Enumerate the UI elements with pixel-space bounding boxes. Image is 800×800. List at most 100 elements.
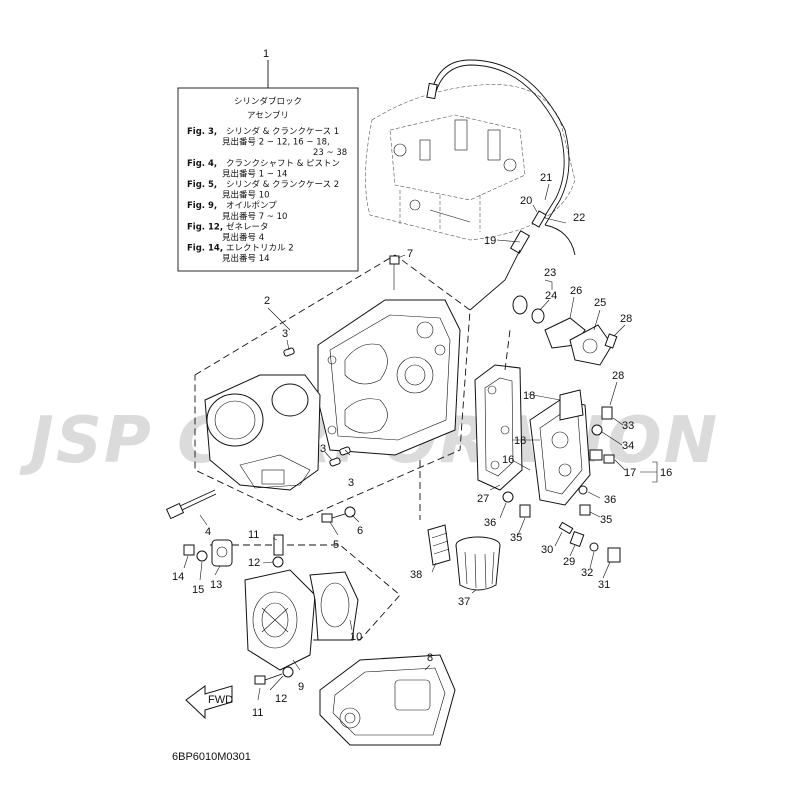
reference-line: 見出番号 1 ~ 14: [222, 168, 287, 179]
reference-text: オイルポンプ: [226, 201, 277, 211]
callout-4: 4: [205, 526, 211, 538]
callout-10: 10: [350, 631, 362, 643]
upper-engine-outline: [365, 84, 576, 241]
reference-line: Fig. 12,ゼネレータ: [187, 221, 269, 232]
callout-28-mid: 28: [612, 370, 624, 382]
reference-line: Fig. 4, クランクシャフト & ピストン: [187, 159, 340, 169]
group-boundary: [194, 254, 471, 521]
reference-text: クランクシャフト & ピストン: [226, 159, 340, 169]
oil-filter: [419, 460, 501, 591]
reference-fig: Fig. 9,: [187, 201, 217, 211]
callout-12-top: 12: [248, 557, 260, 569]
callout-18-top: 18: [523, 390, 535, 402]
callout-28-top: 28: [620, 313, 632, 325]
reference-text: エレクトリカル 2: [226, 244, 294, 254]
lower-housing: [210, 534, 401, 671]
reference-line: 見出番号 10: [222, 190, 270, 201]
reference-title-1: シリンダブロック: [234, 96, 302, 107]
reference-line: 見出番号 4: [222, 232, 264, 243]
reference-line: 23 ~ 38: [313, 148, 347, 158]
callout-11-top: 11: [248, 529, 259, 541]
callout-35-left: 35: [510, 532, 522, 544]
reference-text: 見出番号 4: [222, 232, 264, 243]
callout-36-left: 36: [484, 517, 496, 529]
fwd-label: FWD: [208, 694, 233, 706]
gasket-27: [474, 329, 523, 491]
drawing-code: 6BP6010M0301: [172, 751, 251, 763]
callout-24: 24: [545, 290, 557, 302]
reference-text: 見出番号 1 ~ 14: [222, 168, 287, 179]
callout-18-mid: 18: [514, 435, 526, 447]
callout-34: 34: [622, 440, 634, 452]
reference-line: 見出番号 14: [222, 253, 270, 264]
callout-16-right: 16: [660, 467, 672, 479]
plugs-right: [502, 406, 613, 518]
callout-2: 2: [264, 295, 270, 307]
reference-text: 見出番号 10: [222, 190, 270, 201]
reference-box: シリンダブロック アセンブリ Fig. 3,シリンダ & クランクケース 1見出…: [177, 60, 359, 272]
callout-31: 31: [598, 579, 610, 591]
callout-11-lower: 11: [252, 707, 263, 719]
reference-text: シリンダ & クランクケース 1: [226, 126, 339, 137]
reference-line: Fig. 3, シリンダ & クランクケース 1: [187, 126, 339, 137]
dowel-pins: [283, 347, 351, 467]
callout-25: 25: [594, 297, 606, 309]
callout-19: 19: [484, 235, 496, 247]
thermostat-group: [512, 295, 618, 366]
callout-16-left: 16: [502, 454, 514, 466]
callout-36-right: 36: [604, 494, 616, 506]
oil-pan-8: [319, 654, 456, 746]
callout-1: 1: [263, 48, 269, 60]
callout-3-top: 3: [282, 328, 288, 340]
callout-15: 15: [192, 584, 204, 596]
reference-fig: Fig. 3,: [187, 127, 217, 137]
reference-fig: Fig. 14,: [187, 244, 223, 254]
bolt-11-lower: [254, 666, 294, 685]
reference-line: 見出番号 7 ~ 10: [222, 211, 287, 222]
callout-14: 14: [172, 571, 184, 583]
reference-line: Fig. 14,エレクトリカル 2: [187, 244, 294, 254]
callout-6: 6: [357, 525, 363, 537]
callout-8: 8: [427, 652, 433, 664]
bolt-7: [389, 255, 400, 290]
leader-lines: [183, 183, 658, 701]
callout-21: 21: [540, 172, 552, 184]
callout-9: 9: [298, 681, 304, 693]
fwd-arrow: FWD: [185, 685, 233, 720]
bracket-13: [183, 539, 233, 567]
parts-29-32: [558, 521, 621, 563]
callout-numbers: 1 2 3 3 3 4 5 6 7 8 9 10 11 12 12 11 13 …: [172, 48, 672, 719]
reference-text: ゼネレータ: [226, 221, 269, 232]
callout-5: 5: [333, 539, 339, 551]
callout-29: 29: [563, 556, 575, 568]
callout-20: 20: [520, 195, 532, 207]
callout-37: 37: [458, 596, 470, 608]
reference-text: シリンダ & クランクケース 2: [226, 179, 339, 190]
callout-12-lower: 12: [275, 693, 287, 705]
reference-line: Fig. 5, シリンダ & クランクケース 2: [187, 179, 339, 190]
bolt-4: [165, 489, 217, 520]
callout-38: 38: [410, 569, 422, 581]
reference-fig: Fig. 4,: [187, 159, 217, 169]
reference-text: 見出番号 2 ~ 12, 16 ~ 18,: [222, 137, 330, 148]
bolt-5: [321, 506, 356, 523]
reference-text: 23 ~ 38: [313, 148, 347, 158]
callout-33: 33: [622, 420, 634, 432]
callout-26: 26: [570, 285, 582, 297]
callout-32: 32: [581, 567, 593, 579]
callout-35-right: 35: [600, 514, 612, 526]
crankcase: [204, 374, 321, 491]
callout-17: 17: [624, 467, 636, 479]
reference-fig: Fig. 12,: [187, 222, 223, 232]
cover-16-18: [529, 389, 615, 506]
reference-line: Fig. 9, オイルポンプ: [187, 201, 277, 211]
callout-23: 23: [544, 267, 556, 279]
cylinder-block: [317, 299, 461, 456]
callout-3-low: 3: [348, 477, 354, 489]
reference-fig: Fig. 5,: [187, 180, 217, 190]
callout-7: 7: [407, 248, 413, 260]
reference-text: 見出番号 7 ~ 10: [222, 211, 287, 222]
